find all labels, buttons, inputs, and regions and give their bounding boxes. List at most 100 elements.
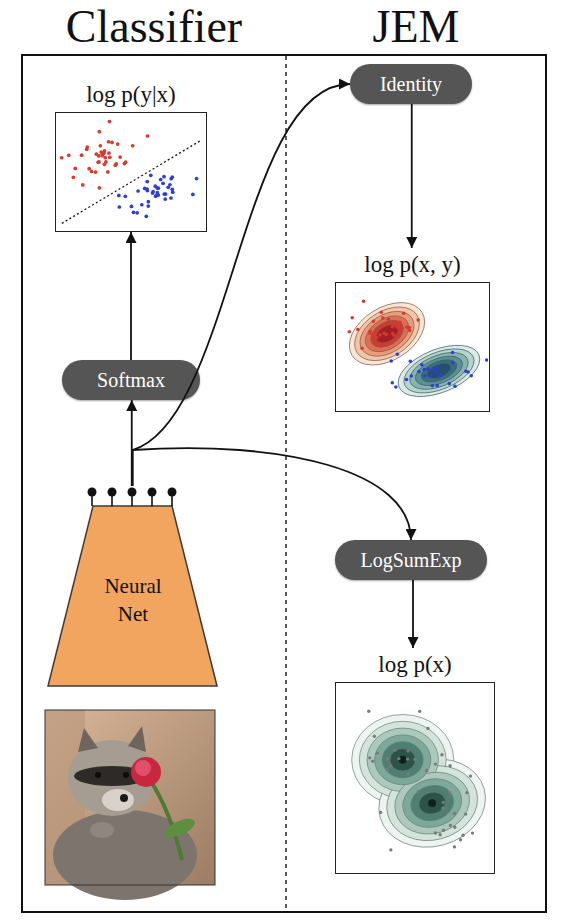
blue-point	[451, 351, 455, 355]
green-contour	[391, 335, 487, 407]
blue-point	[156, 186, 160, 190]
blue-point	[447, 382, 451, 386]
sample-point	[448, 791, 451, 794]
blue-point	[162, 175, 166, 179]
red-contour	[352, 302, 422, 365]
density-contour	[375, 735, 431, 785]
red-point	[97, 154, 101, 158]
raccoon-photo	[45, 710, 215, 900]
red-point	[375, 336, 379, 340]
blue-point	[117, 205, 121, 209]
sample-point	[434, 831, 437, 834]
red-point	[416, 318, 420, 322]
blue-point	[130, 205, 134, 209]
red-point	[80, 153, 84, 157]
sample-point	[442, 801, 445, 804]
sample-point	[406, 749, 409, 752]
red-point	[387, 317, 391, 321]
red-point	[108, 155, 112, 159]
sample-point	[459, 838, 462, 841]
plot-frame	[335, 682, 495, 874]
density-peak	[428, 799, 436, 807]
blue-point	[396, 353, 400, 357]
blue-point	[146, 200, 150, 204]
green-contour	[398, 340, 481, 402]
sample-point	[434, 762, 437, 765]
red-point	[97, 130, 101, 134]
blue-point	[431, 384, 435, 388]
blue-point	[439, 373, 443, 377]
sample-point	[438, 833, 441, 836]
output-dot	[148, 488, 157, 497]
sample-point	[417, 790, 420, 793]
sample-point	[386, 757, 389, 760]
blue-point	[168, 183, 172, 187]
sample-point	[453, 826, 456, 829]
sample-point	[373, 735, 376, 738]
red-point	[378, 333, 382, 337]
red-point	[360, 347, 364, 351]
flow-arrow	[411, 104, 413, 248]
red-point	[102, 151, 106, 155]
sample-point	[442, 828, 445, 831]
blue-point	[159, 178, 163, 182]
sample-point	[389, 764, 392, 767]
red-point	[81, 183, 85, 187]
blue-point	[161, 181, 165, 185]
plot-frame	[335, 282, 490, 412]
rose-petal	[135, 760, 151, 776]
red-contour	[338, 290, 436, 378]
red-point	[381, 316, 385, 320]
red-point	[350, 316, 354, 320]
plot-panel: log p(y|x)	[55, 78, 207, 232]
sample-point	[440, 753, 443, 756]
green-contour	[405, 345, 474, 397]
blue-point	[405, 378, 409, 382]
red-point	[94, 170, 98, 174]
green-contour	[418, 355, 460, 386]
blue-point	[453, 385, 457, 389]
divider-line	[285, 56, 287, 911]
outer-frame	[22, 55, 546, 912]
red-point	[71, 175, 75, 179]
blue-point	[145, 180, 149, 184]
plot-graphic	[56, 113, 205, 230]
operation-pill: Softmax	[62, 360, 200, 400]
sample-point	[413, 758, 416, 761]
output-dot	[108, 488, 117, 497]
red-point	[368, 330, 372, 334]
red-point	[372, 332, 376, 336]
sample-point	[465, 791, 468, 794]
sample-point	[469, 774, 472, 777]
red-contour	[359, 308, 415, 359]
blue-point	[136, 189, 140, 193]
red-point	[362, 300, 366, 304]
blue-point	[485, 358, 488, 362]
green-contour	[425, 360, 453, 381]
raccoon-body	[53, 810, 197, 900]
red-point	[60, 156, 64, 160]
blue-point	[389, 359, 393, 363]
sample-point	[453, 812, 456, 815]
sample-point	[464, 812, 467, 815]
flow-arrow	[130, 232, 132, 360]
blue-point	[191, 193, 195, 197]
blue-point	[431, 367, 435, 371]
red-point	[398, 321, 402, 325]
red-point	[393, 321, 397, 325]
sample-point	[393, 748, 396, 751]
raccoon-snout	[102, 789, 134, 811]
red-point	[405, 325, 409, 329]
sample-point	[406, 757, 409, 760]
raccoon-paw	[90, 822, 114, 838]
sample-point	[425, 769, 428, 772]
density-contour	[382, 742, 423, 778]
green-contour	[411, 350, 466, 391]
operation-pill: LogSumExp	[335, 540, 487, 580]
column-heading: JEM	[286, 0, 546, 54]
rose-stem	[150, 780, 182, 860]
blue-point	[155, 191, 159, 195]
photo-border	[45, 710, 215, 885]
raccoon-ear	[78, 728, 98, 752]
sample-point	[386, 767, 389, 770]
